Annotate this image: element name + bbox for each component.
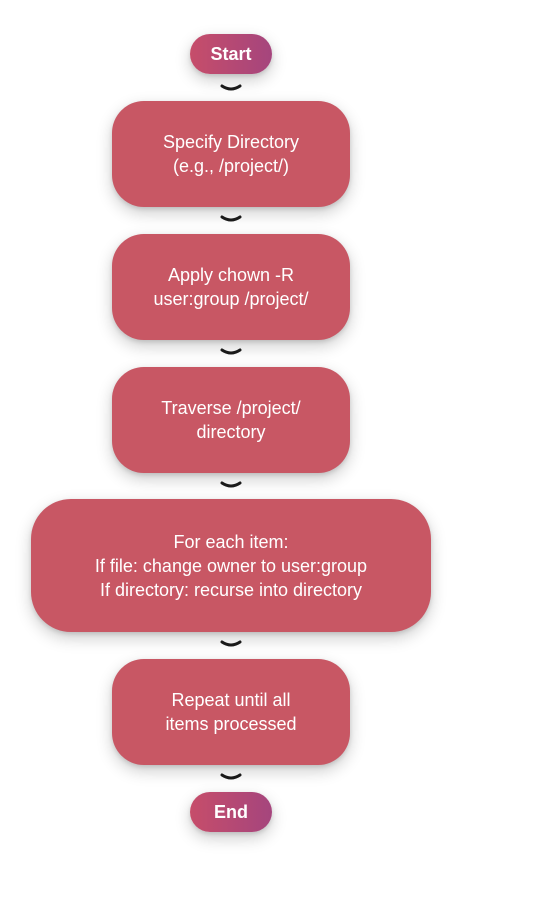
step-line: Apply chown -R: [167, 265, 295, 285]
step-line: For each item:: [173, 531, 289, 552]
step-line: Repeat until all: [171, 690, 291, 710]
end-label: End: [214, 802, 248, 822]
connector-arrow-icon: [220, 481, 242, 488]
step-line: directory: [196, 422, 266, 442]
end-node: End: [190, 792, 272, 832]
connector-arrow-icon: [220, 348, 242, 355]
connector-arrow-icon: [220, 773, 242, 780]
step-line: Traverse /project/: [161, 398, 301, 418]
step-line: (e.g., /project/): [172, 156, 290, 176]
step-apply-chown: Apply chown -R user:group /project/: [112, 234, 350, 340]
step-line: If directory: recurse into directory: [99, 579, 363, 600]
step-line: If file: change owner to user:group: [94, 555, 368, 576]
step-repeat-until-done: Repeat until all items processed: [112, 659, 350, 765]
connector-arrow-icon: [220, 640, 242, 647]
step-specify-directory: Specify Directory (e.g., /project/): [112, 101, 350, 207]
step-line: Specify Directory: [162, 132, 300, 152]
connector-arrow-icon: [220, 215, 242, 222]
start-label: Start: [210, 44, 252, 64]
start-node: Start: [190, 34, 272, 74]
step-line: items processed: [165, 714, 297, 734]
step-line: user:group /project/: [153, 289, 309, 309]
step-traverse-directory: Traverse /project/ directory: [112, 367, 350, 473]
connector-arrow-icon: [220, 84, 242, 91]
step-for-each-item: For each item: If file: change owner to …: [31, 499, 431, 632]
